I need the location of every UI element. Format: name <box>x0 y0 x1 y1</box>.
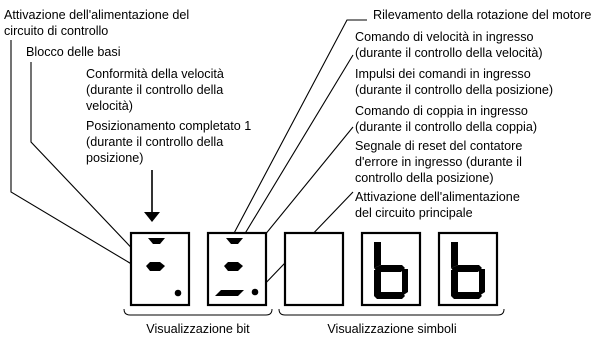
symbol-digit-3-glyph <box>451 242 485 299</box>
label-error-reset-line1: Segnale di reset del contatore <box>355 139 522 153</box>
label-positioning-line2: (durante il controllo della <box>86 135 223 149</box>
digit-2-middle-segment <box>224 262 243 271</box>
label-base-block: Blocco delle basi <box>26 45 121 59</box>
digit-1-dot <box>174 289 182 297</box>
leader-base-block <box>30 62 144 261</box>
digit-2-top-segment <box>226 238 243 244</box>
symbol-display-label: Visualizzazione simboli <box>327 322 456 336</box>
label-positioning-line3: posizione) <box>86 151 143 165</box>
label-speed-conformity-line2: (durante il controllo della <box>86 83 223 97</box>
bit-display-bracket <box>123 308 273 316</box>
label-speed-command-line1: Comando di velocità in ingresso <box>355 30 534 44</box>
label-main-power-line2: del circuito principale <box>355 206 473 220</box>
label-control-power-line1: Attivazione dell'alimentazione del <box>4 8 189 22</box>
symbol-display-digit-1 <box>283 231 345 307</box>
label-speed-command-line2: (durante il controllo della velocità) <box>355 46 543 60</box>
label-pulse-command-line1: Impulsi dei comandi in ingresso <box>355 67 531 81</box>
leader-speed-command <box>231 54 354 256</box>
digit-1-middle-segment <box>146 262 165 271</box>
label-error-reset-line2: d'errore in ingresso (durante il <box>355 155 522 169</box>
label-speed-conformity-line1: Conformità della velocità <box>86 67 224 81</box>
leader-motor-rotation <box>231 19 367 238</box>
digit-2-dot <box>251 288 259 296</box>
label-main-power-line1: Attivazione dell'alimentazione <box>355 190 520 204</box>
digit-2-bottom-segment <box>215 290 244 296</box>
label-control-power-line2: circuito di controllo <box>4 24 108 38</box>
label-torque-command-line2: (durante il controllo della coppia) <box>355 120 537 134</box>
label-error-reset-line3: controllo della posizione) <box>355 171 494 185</box>
label-speed-conformity-line3: velocità) <box>86 99 133 113</box>
label-motor-rotation: Rilevamento della rotazione del motore <box>373 8 591 22</box>
down-arrow-icon <box>144 170 160 222</box>
digit-1-top-segment <box>148 238 165 244</box>
label-positioning-line1: Posizionamento completato 1 <box>86 119 251 133</box>
label-pulse-command-line2: (durante il controllo della posizione) <box>355 83 553 97</box>
leader-control-power <box>10 40 176 291</box>
bit-display-label: Visualizzazione bit <box>146 322 250 336</box>
symbol-digit-2-glyph <box>374 242 408 299</box>
symbol-display-bracket <box>278 308 505 316</box>
label-torque-command-line1: Comando di coppia in ingresso <box>355 104 528 118</box>
